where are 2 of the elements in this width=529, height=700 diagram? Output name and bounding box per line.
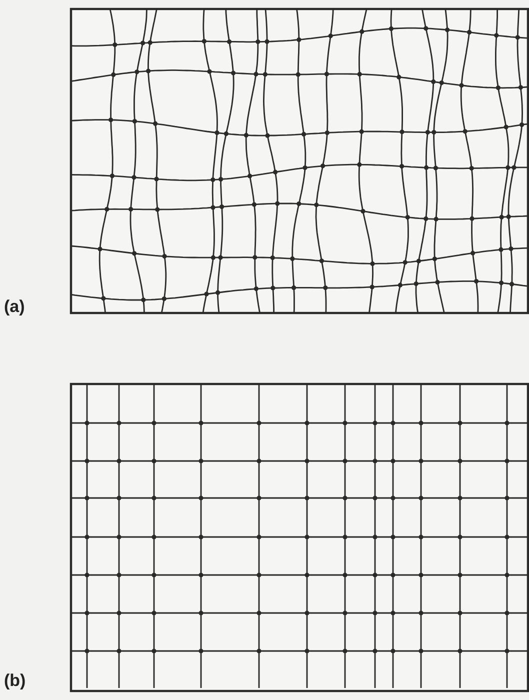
panel-label: (b)	[4, 671, 26, 691]
panel-label: (a)	[4, 297, 25, 317]
